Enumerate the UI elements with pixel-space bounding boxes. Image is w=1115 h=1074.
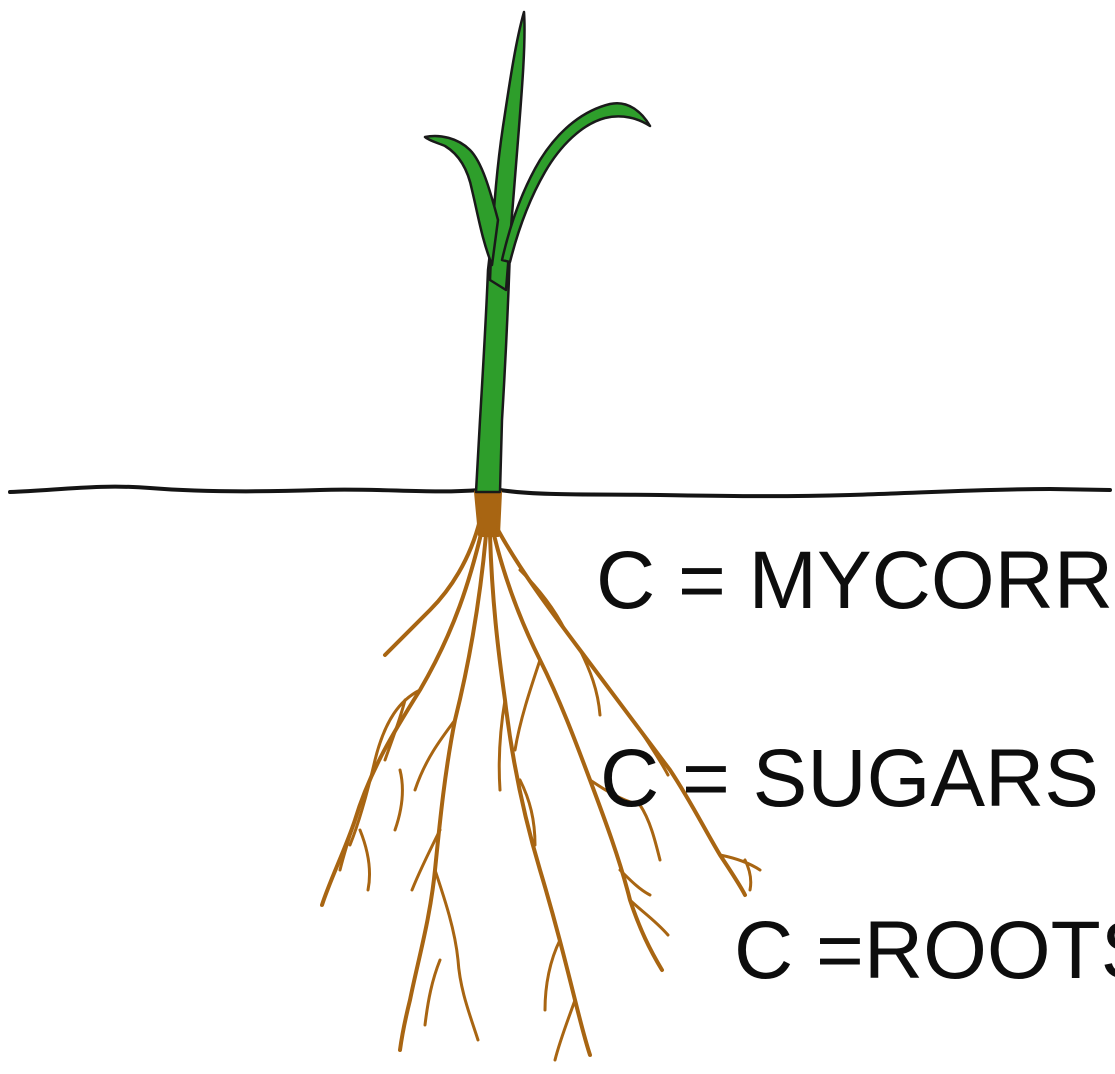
leaf-left xyxy=(425,136,498,265)
root-center xyxy=(490,535,590,1055)
root-left-center-branch-c xyxy=(425,960,440,1025)
label-carbon-roots: C =ROOTS xyxy=(734,910,1115,992)
root-left-center xyxy=(400,535,486,1050)
root-right-center-branch-c xyxy=(515,660,540,750)
label-carbon-sugars: C = SUGARS xyxy=(600,738,1099,820)
plant-shoot-icon xyxy=(425,12,650,492)
root-right-center-branch-b xyxy=(620,870,668,935)
label-carbon-mycorrhizae: C = MYCORRH xyxy=(596,540,1115,622)
soil-surface-line xyxy=(10,487,1110,497)
root-center-branch-b xyxy=(545,940,575,1060)
root-left-center-branch-b xyxy=(435,870,478,1040)
root-left-branch-a xyxy=(350,690,420,845)
leaf-right xyxy=(502,103,650,262)
